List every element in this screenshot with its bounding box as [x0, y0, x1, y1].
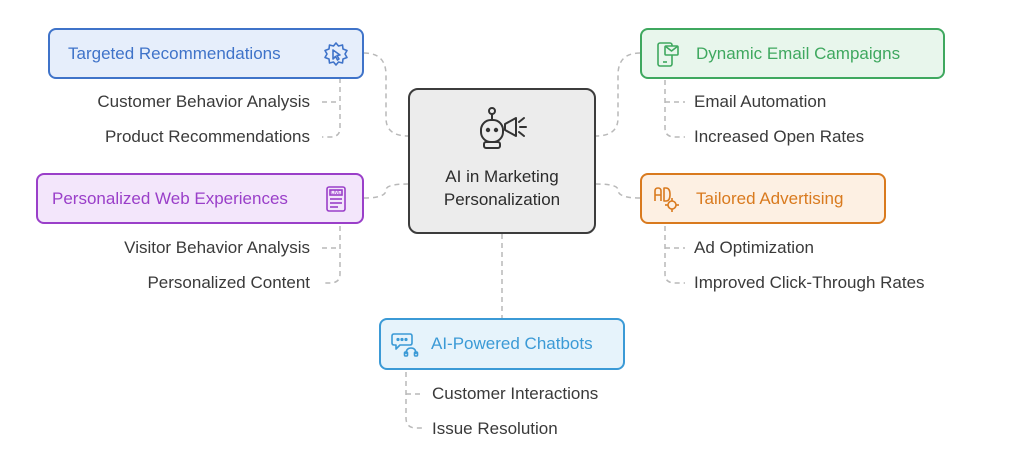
tailored-advertising-title: Tailored Advertising	[696, 188, 844, 208]
ai-powered-chatbots-title: AI-Powered Chatbots	[431, 334, 593, 353]
mobile-email-icon	[657, 41, 679, 67]
chatbots-item-2: Issue Resolution	[432, 419, 558, 438]
web-item-2: Personalized Content	[147, 273, 310, 292]
robot-megaphone-icon	[480, 107, 527, 149]
ai-powered-chatbots-node: AI-Powered Chatbots	[379, 318, 625, 370]
central-title-line-1: AI in Marketing	[445, 167, 559, 186]
central-title-line-2: Personalization	[443, 190, 561, 209]
chatbots-item-1: Customer Interactions	[432, 384, 599, 403]
targeted-recommendations-node: Targeted Recommendations	[48, 28, 364, 79]
dynamic-email-campaigns-title: Dynamic Email Campaigns	[696, 43, 901, 63]
dynamic-email-campaigns-node: Dynamic Email Campaigns	[640, 28, 945, 79]
ad-target-icon	[654, 186, 679, 212]
live-document-icon: LIVE	[326, 185, 346, 212]
personalized-web-experiences-node: Personalized Web Experiences LIVE	[36, 173, 364, 224]
personalized-web-experiences-title: Personalized Web Experiences	[52, 188, 288, 208]
email-item-2: Increased Open Rates	[694, 127, 865, 146]
targeted-recommendations-title: Targeted Recommendations	[68, 43, 281, 63]
email-item-1: Email Automation	[694, 92, 827, 111]
ads-item-2: Improved Click-Through Rates	[694, 273, 925, 292]
chat-headset-icon	[391, 333, 419, 357]
targeted-item-1: Customer Behavior Analysis	[97, 92, 310, 111]
ads-item-1: Ad Optimization	[694, 238, 814, 257]
central-topic-node: AI in Marketing Personalization	[408, 88, 596, 234]
tailored-advertising-node: Tailored Advertising	[640, 173, 886, 224]
web-item-1: Visitor Behavior Analysis	[124, 238, 310, 257]
svg-text:LIVE: LIVE	[331, 190, 341, 196]
gear-cursor-icon	[324, 41, 348, 66]
targeted-item-2: Product Recommendations	[104, 127, 310, 146]
